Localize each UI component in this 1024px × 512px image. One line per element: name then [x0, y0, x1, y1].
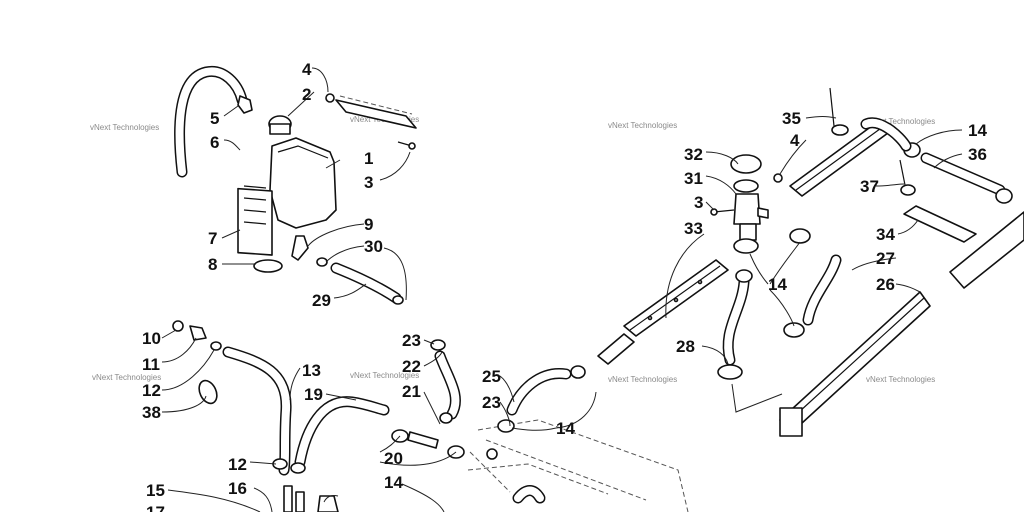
- hose-clamp: [783, 322, 805, 338]
- left-hose-group: [172, 320, 465, 512]
- callout-36: 36: [968, 145, 987, 164]
- fitting: [189, 325, 207, 341]
- callout-11: 11: [142, 355, 160, 374]
- callout-23a: 23: [402, 331, 421, 350]
- nut: [325, 93, 335, 103]
- callout-34: 34: [876, 225, 895, 244]
- callout-30: 30: [364, 237, 383, 256]
- o-ring: [198, 379, 218, 405]
- callout-19: 19: [304, 385, 323, 404]
- coolant-reservoir: [269, 137, 337, 229]
- decal: [237, 187, 273, 256]
- hose-clamp: [253, 259, 283, 273]
- fill-neck: [733, 193, 761, 225]
- callout-3b: 3: [694, 193, 703, 212]
- hose-clamp: [210, 341, 222, 351]
- hose-clamp: [995, 188, 1013, 204]
- nut: [773, 173, 783, 183]
- hose-clamp: [430, 339, 446, 351]
- callout-8: 8: [208, 255, 217, 274]
- hose-clamp: [789, 228, 811, 244]
- radiator-group: [597, 154, 842, 380]
- hose-clamp: [735, 269, 753, 283]
- callout-22: 22: [402, 357, 421, 376]
- right-radiator-group: [779, 87, 1024, 437]
- callout-31: 31: [684, 169, 703, 188]
- callout-5: 5: [210, 109, 219, 128]
- callout-27: 27: [876, 249, 895, 268]
- callout-35: 35: [782, 109, 801, 128]
- callout-12a: 12: [142, 381, 161, 400]
- watermark: vNext Technologies: [92, 373, 161, 382]
- callout-7: 7: [208, 229, 217, 248]
- callout-28: 28: [676, 337, 695, 356]
- hose-clamp: [733, 238, 759, 254]
- callout-4b: 4: [790, 131, 800, 150]
- radiator-cap: [730, 154, 762, 174]
- callout-6: 6: [210, 133, 219, 152]
- callout-14a: 14: [384, 473, 403, 492]
- callout-3: 3: [364, 173, 373, 192]
- bracket: [903, 205, 977, 243]
- hose-clamp: [290, 462, 306, 474]
- callout-32: 32: [684, 145, 703, 164]
- hose-clamp: [439, 412, 453, 424]
- leader-lines: [161, 67, 963, 512]
- callout-17: 17: [146, 503, 165, 512]
- callout-25: 25: [482, 367, 501, 386]
- watermark: vNext Technologies: [608, 375, 677, 384]
- callouts: 1 2 3 4 5 6 7 8 9 30 29 10 11 12 38 13 1…: [142, 60, 987, 512]
- callout-15: 15: [146, 481, 165, 500]
- callout-14c: 14: [768, 275, 787, 294]
- hose-clamp: [316, 257, 328, 267]
- cap: [172, 320, 184, 332]
- callout-2: 2: [302, 85, 311, 104]
- rubber-mount: [900, 184, 916, 196]
- callout-29: 29: [312, 291, 331, 310]
- engine-area: [467, 365, 689, 512]
- callout-20: 20: [384, 449, 403, 468]
- tee-fitting: [407, 431, 439, 449]
- callout-23b: 23: [482, 393, 501, 412]
- callout-16: 16: [228, 479, 247, 498]
- watermark: vNext Technologies: [866, 117, 935, 126]
- reservoir-group: [174, 65, 417, 305]
- elbow-fitting: [237, 95, 253, 114]
- callout-38: 38: [142, 403, 161, 422]
- callout-21: 21: [402, 382, 421, 401]
- callout-33: 33: [684, 219, 703, 238]
- callout-12b: 12: [228, 455, 247, 474]
- watermark: vNext Technologies: [350, 371, 419, 380]
- callout-4: 4: [302, 60, 312, 79]
- rubber-mount: [831, 124, 849, 136]
- radiator-panel: [949, 211, 1024, 289]
- callout-10: 10: [142, 329, 161, 348]
- watermark: vNext Technologies: [608, 121, 677, 130]
- hose-clamp: [717, 364, 743, 380]
- callout-14d: 14: [968, 121, 987, 140]
- callout-13: 13: [302, 361, 321, 380]
- callout-37: 37: [860, 177, 879, 196]
- callout-1: 1: [364, 149, 373, 168]
- hose-clamp: [497, 419, 515, 433]
- reservoir-bracket: [335, 99, 417, 129]
- hose-clamp: [570, 365, 586, 379]
- callout-26: 26: [876, 275, 895, 294]
- watermark: vNext Technologies: [866, 375, 935, 384]
- watermark: vNext Technologies: [90, 123, 159, 132]
- callout-14b: 14: [556, 419, 575, 438]
- callout-9: 9: [364, 215, 373, 234]
- radiator-outlet: [597, 333, 635, 365]
